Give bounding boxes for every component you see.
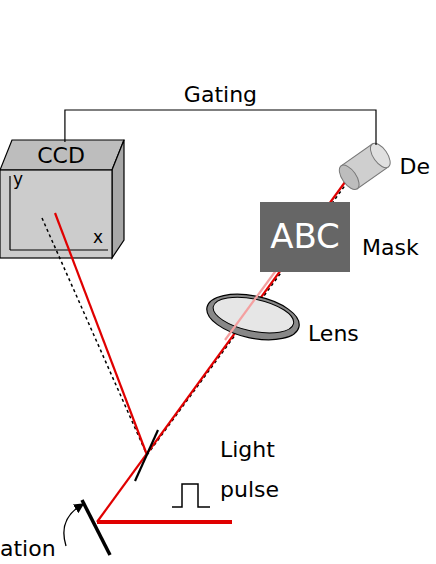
rotation-arrow	[64, 506, 80, 546]
part-label: Mask	[362, 236, 419, 260]
node-text: CCD	[37, 144, 85, 168]
light-beam	[97, 520, 232, 524]
gating-wire	[65, 110, 376, 145]
light-beam	[97, 178, 348, 522]
rotating-mirror	[82, 500, 110, 555]
light-beam	[55, 213, 147, 455]
beam-splitter	[135, 430, 158, 481]
edge-label: Gating	[184, 83, 257, 107]
camera-box: CCD	[12, 142, 110, 170]
part-label: pulse	[220, 478, 279, 502]
part-label: ation	[0, 537, 56, 561]
part-label: Light	[220, 438, 275, 462]
node-text: De	[400, 155, 430, 179]
detector	[335, 140, 394, 193]
part-label: x	[93, 228, 103, 247]
light-beam	[225, 265, 280, 340]
detector-box: De	[340, 142, 434, 192]
dotted-path	[42, 218, 147, 455]
pulse-symbol	[172, 484, 210, 507]
ccd-camera	[0, 140, 124, 258]
node-text: ABC	[270, 218, 340, 255]
part-label: Lens	[308, 322, 359, 346]
part-label: y	[13, 170, 23, 189]
mask-plate: ABC	[260, 202, 350, 272]
lens	[203, 287, 304, 348]
